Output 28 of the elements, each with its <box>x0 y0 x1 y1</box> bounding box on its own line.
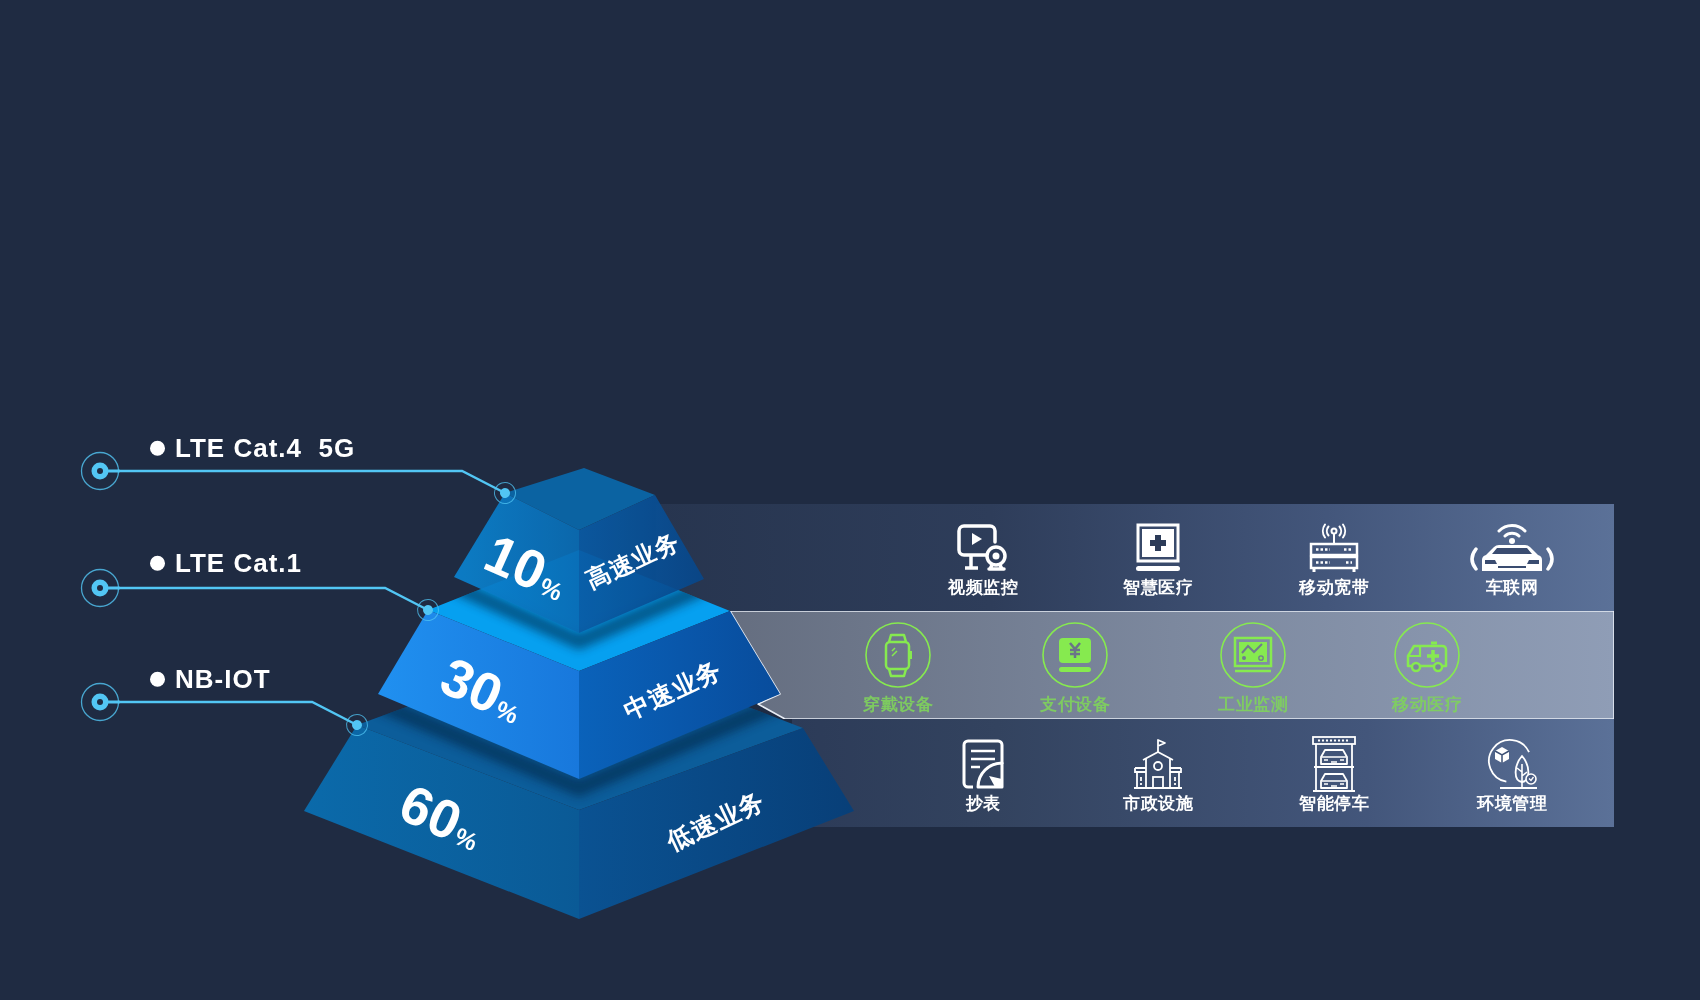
service-label: 支付设备 <box>1040 695 1110 715</box>
service-label: 穿戴设备 <box>863 695 933 715</box>
network-label: LTE Cat.4 5G <box>175 433 356 463</box>
leader-line <box>120 469 516 504</box>
leader-line <box>120 586 439 621</box>
target-ring-icon <box>80 568 120 608</box>
service-band <box>792 719 1614 827</box>
target-ring-icon <box>80 682 120 722</box>
service-label: 车联网 <box>1485 578 1539 598</box>
service-label: 环境管理 <box>1477 794 1547 814</box>
service-label: 抄表 <box>965 794 1001 814</box>
service-label: 智慧医疗 <box>1123 578 1193 598</box>
percentage-label: 10% <box>477 525 568 609</box>
service-label: 市政设施 <box>1123 794 1193 814</box>
leader-line <box>120 700 368 736</box>
percentage-label: 30% <box>433 648 524 732</box>
service-label: 智能停车 <box>1299 794 1369 814</box>
service-label: 移动医疗 <box>1392 695 1462 715</box>
tier-label: 中速业务 <box>620 656 726 724</box>
tier-label: 低速业务 <box>663 787 769 855</box>
service-label: 移动宽带 <box>1299 578 1369 598</box>
service-label: 工业监测 <box>1218 695 1288 715</box>
network-label: LTE Cat.1 <box>175 548 302 578</box>
target-ring-icon <box>80 451 120 491</box>
tier-label: 高速业务 <box>582 529 684 593</box>
service-label: 视频监控 <box>948 578 1018 598</box>
percentage-label: 60% <box>392 775 483 859</box>
network-label: NB-IOT <box>175 664 271 694</box>
